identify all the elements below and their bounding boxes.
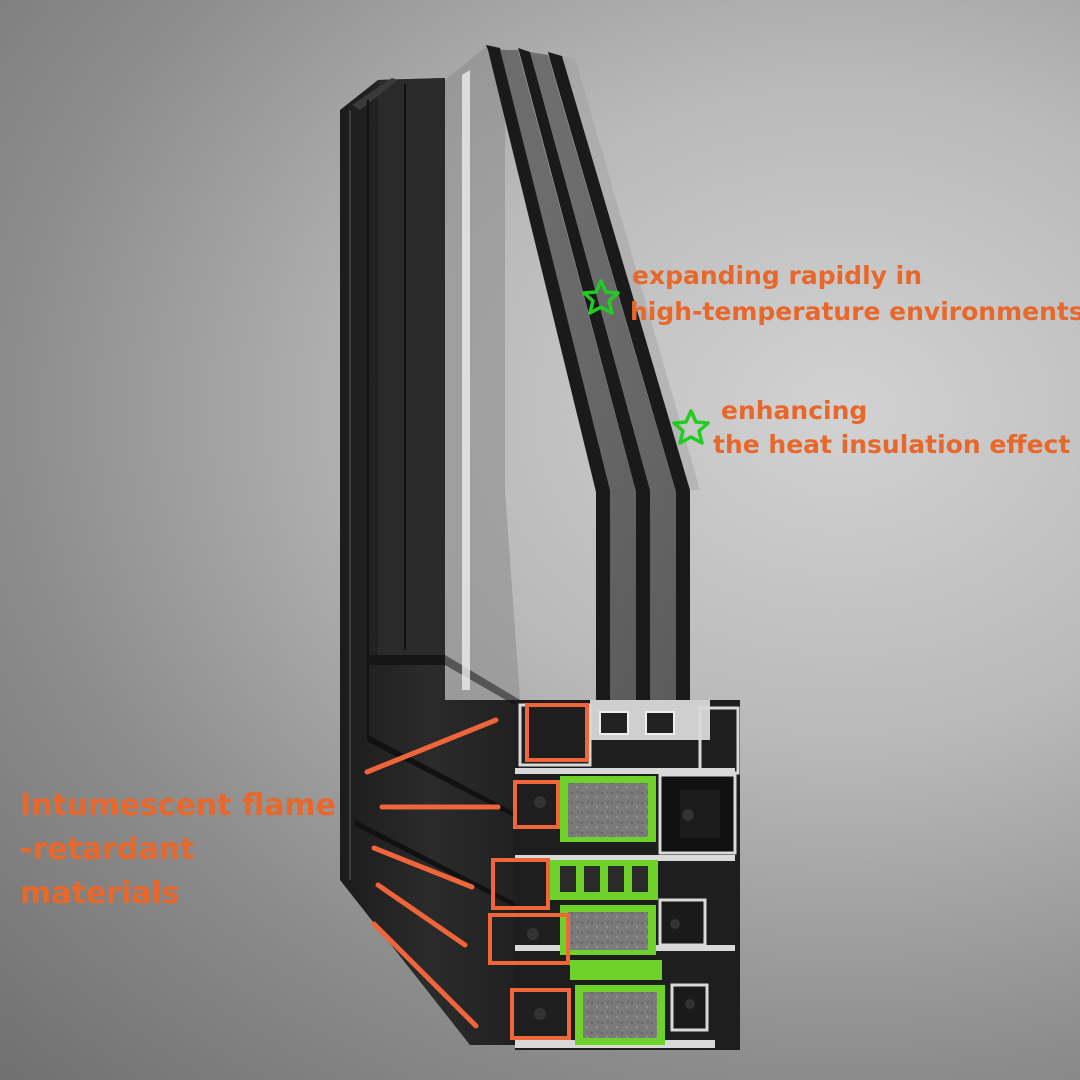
- triple-glazing: [445, 45, 700, 705]
- leader-lines: [364, 717, 501, 1029]
- marker-box-4: [488, 913, 570, 965]
- marker-box-3: [491, 858, 550, 910]
- leader-line-1: [364, 717, 499, 775]
- annotation-intumescent-line2: -retardant: [20, 832, 195, 867]
- marker-box-2: [513, 780, 560, 829]
- annotation-expanding-line1: expanding rapidly in: [632, 261, 923, 290]
- leader-line-5: [371, 921, 479, 1029]
- annotation-intumescent: Intumescent flame -retardant materials: [20, 784, 336, 916]
- star-icon: [672, 409, 710, 445]
- annotation-intumescent-line3: materials: [20, 876, 180, 911]
- star-icon: [582, 279, 620, 315]
- leader-line-4: [375, 882, 468, 948]
- annotation-enhancing: enhancing the heat insulation effect: [713, 394, 1070, 462]
- leader-line-3: [371, 845, 475, 890]
- flame-retardant-markers: [488, 703, 589, 1040]
- annotation-expanding-line2: high-temperature environments: [630, 297, 1080, 326]
- annotation-expanding: expanding rapidly in high-temperature en…: [630, 258, 1080, 330]
- marker-box-5: [510, 988, 571, 1040]
- annotation-intumescent-line1: Intumescent flame: [20, 788, 337, 823]
- annotation-enhancing-line2: the heat insulation effect: [713, 430, 1071, 459]
- frame-profile: [340, 78, 520, 1045]
- annotation-enhancing-line1: enhancing: [721, 396, 868, 425]
- marker-box-1: [525, 703, 589, 762]
